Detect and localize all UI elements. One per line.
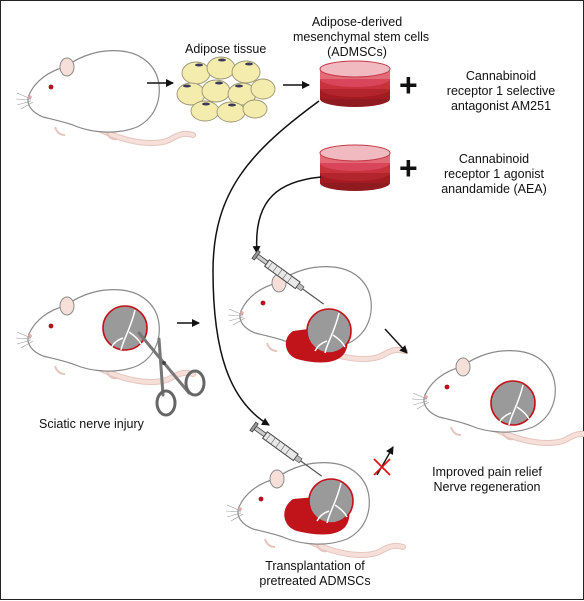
recovered-nerve-window (490, 380, 536, 426)
injury-nerve-window (102, 305, 148, 351)
label-agonist: Cannabinoid receptor 1 agonist anandamid… (429, 152, 559, 197)
label-admsc-line3: (ADMSCs) (327, 45, 387, 59)
label-agonist-line3: anandamide (AEA) (441, 182, 547, 196)
adipose-tissue-cells (176, 56, 276, 123)
scissors-icon (137, 331, 206, 417)
arrow-antagonist-to-transplant (212, 100, 320, 426)
label-admsc-line2: mesenchymal stem cells (293, 30, 430, 44)
label-transplantation: Transplantation of pretreated ADMSCs (253, 559, 377, 589)
label-outcome-line2: Nerve regeneration (433, 480, 541, 494)
label-agonist-line2: receptor 1 agonist (443, 167, 545, 181)
label-antagonist-line1: Cannabinoid (465, 69, 537, 83)
transplant-nerve-window (308, 478, 354, 524)
label-transplantation-line1: Transplantation of (265, 559, 365, 573)
label-outcome-line1: Improved pain relief (432, 465, 542, 479)
label-antagonist-line2: receptor 1 selective (446, 84, 556, 98)
admsc-dish-agonist (319, 144, 391, 192)
label-admsc: Adipose-derived mesenchymal stem cells (… (293, 15, 430, 60)
inhibition-x-icon (373, 458, 391, 476)
arrow-agonist-to-injection (252, 176, 322, 254)
admsc-dish-antagonist (319, 60, 391, 108)
agonist-nerve-window (306, 308, 352, 354)
label-adipose-tissue: Adipose tissue (185, 42, 267, 56)
label-antagonist-line3: antagonist AM251 (450, 99, 552, 113)
label-transplantation-line2: pretreated ADMSCs (259, 574, 371, 588)
arrow-injection-to-outcome (384, 328, 408, 354)
label-sciatic-injury: Sciatic nerve injury (39, 417, 144, 431)
label-agonist-line1: Cannabinoid (458, 152, 530, 166)
donor-rat (16, 51, 193, 143)
plus-sign-agonist: + (399, 150, 418, 186)
label-outcome: Improved pain relief Nerve regeneration (417, 465, 557, 495)
label-antagonist: Cannabinoid receptor 1 selective antagon… (431, 69, 571, 114)
plus-sign-antagonist: + (399, 67, 418, 103)
label-admsc-line1: Adipose-derived (311, 15, 403, 29)
